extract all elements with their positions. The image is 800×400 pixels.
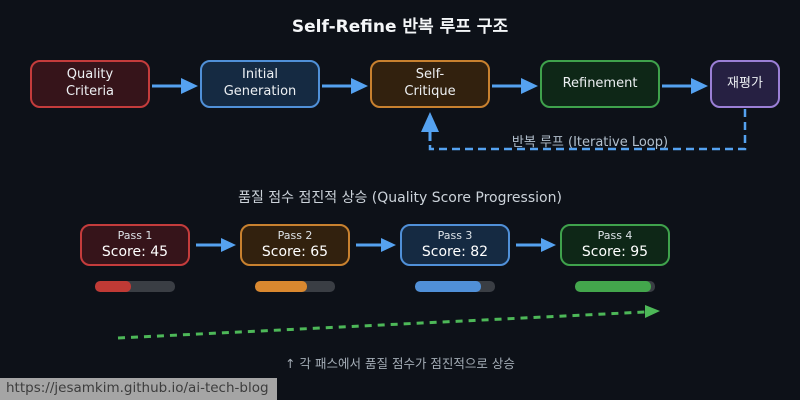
score-progress-fill-3 xyxy=(415,281,481,292)
pass-node-2: Pass 2 Score: 65 xyxy=(240,224,350,266)
pass-name: Pass 1 xyxy=(117,228,153,242)
pass-node-4: Pass 4 Score: 95 xyxy=(560,224,670,266)
pass-arrow-3-head xyxy=(541,238,556,252)
iterative-loop-connector xyxy=(421,109,747,151)
flow-arrow-3 xyxy=(492,78,538,94)
pass-arrow-1 xyxy=(196,238,236,252)
flow-node-refinement: Refinement xyxy=(540,60,660,108)
flow-node-label: Criteria xyxy=(65,84,115,99)
flow-node-quality-criteria: Quality Criteria xyxy=(30,60,150,108)
iterative-loop-label: 반복 루프 (Iterative Loop) xyxy=(511,135,669,150)
pass-arrow-2 xyxy=(356,238,396,252)
flow-arrow-1 xyxy=(152,78,198,94)
score-progress-fill-1 xyxy=(95,281,131,292)
pass-arrow-2-head xyxy=(381,238,396,252)
score-progress-fill-2 xyxy=(255,281,307,292)
pass-name: Pass 3 xyxy=(437,228,473,242)
flow-node-reevaluation: 재평가 xyxy=(710,60,780,108)
progression-section-title: 품질 점수 점진적 상승 (Quality Score Progression) xyxy=(238,190,562,206)
browser-status-bar-url: https://jesamkim.github.io/ai-tech-blog xyxy=(0,378,277,400)
flow-arrow-3-head xyxy=(521,78,538,94)
flow-node-initial-generation: Initial Generation xyxy=(200,60,320,108)
flow-node-label: Self- xyxy=(415,67,445,83)
score-progress-bar-4 xyxy=(575,281,655,292)
pass-name: Pass 2 xyxy=(277,228,313,242)
pass-node-1: Pass 1 Score: 45 xyxy=(80,224,190,266)
pass-node-3: Pass 3 Score: 82 xyxy=(400,224,510,266)
pass-score: Score: 65 xyxy=(261,244,329,261)
flow-node-label: Critique xyxy=(404,84,456,99)
flow-arrow-2 xyxy=(322,78,368,94)
flow-node-label: Initial xyxy=(242,67,278,83)
trend-arrow xyxy=(117,305,660,340)
loop-dashed-path xyxy=(428,109,747,151)
flow-arrow-2-head xyxy=(351,78,368,94)
pass-score: Score: 45 xyxy=(101,244,169,261)
flow-node-label: 재평가 xyxy=(727,75,763,91)
score-progress-bar-3 xyxy=(415,281,495,292)
score-progress-bar-1 xyxy=(95,281,175,292)
score-progress-fill-4 xyxy=(575,281,651,292)
progression-note: ↑ 각 패스에서 품질 점수가 점진적으로 상승 xyxy=(285,356,515,371)
flow-arrow-1-head xyxy=(181,78,198,94)
flow-arrow-4-head xyxy=(691,78,708,94)
pass-score: Score: 95 xyxy=(581,244,649,261)
pass-arrow-3 xyxy=(516,238,556,252)
pass-name: Pass 4 xyxy=(597,228,633,242)
flow-node-self-critique: Self- Critique xyxy=(370,60,490,108)
flow-node-label: Quality xyxy=(66,67,114,83)
pass-score: Score: 82 xyxy=(421,244,489,261)
score-progress-bar-2 xyxy=(255,281,335,292)
flow-arrow-4 xyxy=(662,78,708,94)
loop-arrow-head xyxy=(421,112,439,132)
trend-arrow-line xyxy=(117,310,646,340)
pass-arrow-1-head xyxy=(221,238,236,252)
trend-arrow-head xyxy=(645,305,660,318)
diagram-title: Self-Refine 반복 루프 구조 xyxy=(291,17,509,37)
flow-node-label: Generation xyxy=(223,84,297,99)
flow-node-label: Refinement xyxy=(562,75,638,91)
